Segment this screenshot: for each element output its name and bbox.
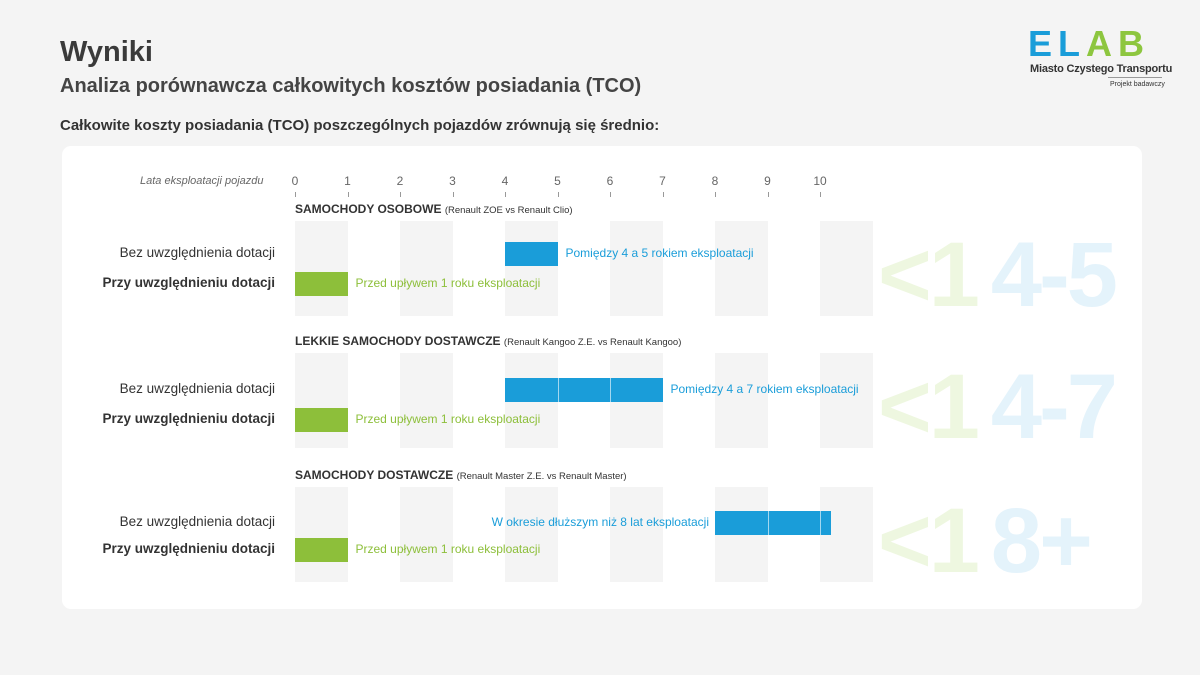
bar-year-divider (557, 378, 559, 402)
bar-label: Pomiędzy 4 a 5 rokiem eksploatacji (565, 246, 754, 260)
bar-green (295, 538, 348, 562)
bar-green (295, 272, 348, 296)
x-tick-label: 8 (711, 174, 719, 188)
elab-logo: ELAB (1028, 26, 1150, 62)
x-tick-mark (767, 192, 769, 197)
x-tick-mark (557, 192, 559, 197)
grid-stripe (820, 221, 873, 316)
x-tick-mark (820, 192, 821, 197)
x-tick-label: 4 (501, 174, 509, 188)
x-tick-mark (715, 192, 716, 197)
x-tick-mark (610, 192, 611, 197)
x-tick-label: 9 (764, 174, 771, 188)
x-tick-label: 1 (344, 174, 351, 188)
grid-stripe (820, 353, 873, 448)
group-name: LEKKIE SAMOCHODY DOSTAWCZE (295, 334, 501, 348)
chart-card (62, 146, 1142, 609)
bar-blue (505, 378, 663, 402)
row-label: Przy uwzględnieniu dotacji (102, 275, 275, 290)
grid-stripe (400, 487, 453, 582)
group-title: SAMOCHODY DOSTAWCZE (Renault Master Z.E.… (295, 468, 627, 482)
row-label: Przy uwzględnieniu dotacji (102, 541, 275, 556)
grid-stripe (715, 353, 768, 448)
grid-stripe (610, 487, 663, 582)
x-tick-mark (662, 192, 664, 197)
logo-tagline: Miasto Czystego Transportu (1030, 63, 1173, 75)
bar-year-divider (767, 511, 769, 535)
grid-stripe (295, 487, 348, 582)
bar-year-divider (820, 511, 821, 535)
x-axis-title: Lata eksploatacji pojazdu (140, 175, 264, 187)
bar-blue (505, 242, 558, 266)
big-value-blue: 8+ (990, 490, 1093, 592)
row-label: Bez uwzględnienia dotacji (119, 245, 275, 260)
page-subtitle: Analiza porównawcza całkowitych kosztów … (60, 75, 642, 97)
grid-stripe (400, 353, 453, 448)
grid-stripe (295, 221, 348, 316)
row-label: Przy uwzględnieniu dotacji (102, 411, 275, 426)
x-tick-mark (295, 192, 296, 197)
logo-divider (1108, 77, 1162, 78)
x-tick-label: 2 (396, 174, 404, 188)
bar-green (295, 408, 348, 432)
grid-stripe (505, 487, 558, 582)
group-models: (Renault Kangoo Z.E. vs Renault Kangoo) (503, 337, 682, 348)
group-title: SAMOCHODY OSOBOWE (Renault ZOE vs Renaul… (295, 202, 573, 216)
x-tick-label: 5 (554, 174, 561, 188)
intro-text: Całkowite koszty posiadania (TCO) poszcz… (60, 117, 660, 134)
group-title: LEKKIE SAMOCHODY DOSTAWCZE (Renault Kang… (295, 334, 681, 348)
grid-stripe (715, 221, 768, 316)
group-models: (Renault Master Z.E. vs Renault Master) (456, 471, 627, 482)
bar-year-divider (610, 378, 611, 402)
bar-blue (715, 511, 831, 535)
logo-letters-blue: EL (1028, 23, 1087, 64)
grid-stripe (295, 353, 348, 448)
x-tick-mark (347, 192, 349, 197)
x-tick-label: 10 (813, 174, 827, 188)
bar-label: Pomiędzy 4 a 7 rokiem eksploatacji (670, 382, 859, 396)
row-label: Bez uwzględnienia dotacji (119, 514, 275, 529)
x-tick-label: 6 (606, 174, 614, 188)
x-tick-label: 7 (659, 174, 666, 188)
grid-stripe (505, 221, 558, 316)
page-title: Wyniki (60, 36, 153, 68)
big-value-blue: 4-5 (990, 224, 1118, 326)
group-name: SAMOCHODY DOSTAWCZE (295, 468, 454, 482)
grid-stripe (400, 221, 453, 316)
x-tick-mark (505, 192, 506, 197)
group-name: SAMOCHODY OSOBOWE (295, 202, 442, 216)
x-tick-label: 0 (291, 174, 299, 188)
x-tick-mark (400, 192, 401, 197)
logo-small-text: Projekt badawczy (1110, 81, 1165, 88)
grid-stripe (610, 221, 663, 316)
big-value-green: <1 (878, 356, 980, 458)
big-value-blue: 4-7 (990, 356, 1118, 458)
big-value-green: <1 (878, 224, 980, 326)
x-tick-label: 3 (449, 174, 456, 188)
bar-label: Przed upływem 1 roku eksploatacji (355, 542, 541, 556)
row-label: Bez uwzględnienia dotacji (119, 381, 275, 396)
big-value-green: <1 (878, 490, 980, 592)
logo-letters-green: AB (1086, 23, 1151, 64)
group-models: (Renault ZOE vs Renault Clio) (444, 205, 573, 216)
x-tick-mark (452, 192, 454, 197)
bar-label: W okresie dłuższym niż 8 lat eksploatacj… (491, 515, 709, 529)
bar-label: Przed upływem 1 roku eksploatacji (355, 412, 541, 426)
bar-label: Przed upływem 1 roku eksploatacji (355, 276, 541, 290)
